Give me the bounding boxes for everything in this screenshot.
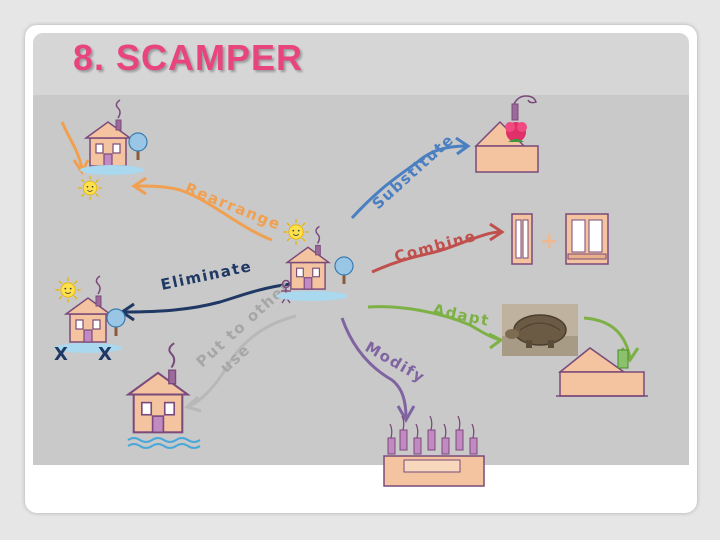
cross-mark-1: X <box>54 344 68 365</box>
plus-sign: + <box>540 229 558 254</box>
arrow-adapt <box>367 305 504 350</box>
rearrange-result <box>77 99 148 201</box>
header-band <box>33 33 689 95</box>
arrow-rearrange <box>131 176 273 242</box>
water-icon <box>276 291 348 301</box>
water-icon <box>80 165 144 175</box>
cross-mark-2: X <box>98 344 112 365</box>
arrow-combine <box>371 222 505 274</box>
modify-result <box>383 415 485 487</box>
arrow-put-to-other-use <box>183 314 297 413</box>
house-icon <box>127 342 189 434</box>
tree-icon <box>106 308 126 337</box>
eliminate-result: X X <box>54 275 126 365</box>
arrow-substitute <box>350 136 471 220</box>
tortoise-image <box>502 304 578 356</box>
water-icon <box>127 437 201 449</box>
label-substitute: Substitute <box>369 130 458 213</box>
sun-icon <box>282 218 310 246</box>
put-to-other-use-result <box>127 342 201 449</box>
tree-icon <box>128 132 148 161</box>
tree-icon <box>334 256 354 285</box>
label-adapt: Adapt <box>431 300 491 330</box>
label-rearrange: Rearrange <box>183 179 284 234</box>
slide-title: 8. SCAMPER <box>73 37 304 78</box>
arrow-house-to-sun <box>60 121 90 175</box>
house-icon <box>85 99 131 167</box>
arrow-modify <box>340 317 416 424</box>
label-eliminate: Eliminate <box>159 257 254 294</box>
sun-icon <box>77 175 103 201</box>
label-combine: Combine <box>392 227 478 266</box>
substitute-result <box>474 95 539 173</box>
center-house-group <box>276 218 354 304</box>
adapt-result-house <box>556 347 648 397</box>
label-modify: Modify <box>362 338 429 387</box>
window-icon <box>511 213 533 265</box>
sun-icon <box>54 276 82 304</box>
window-icon <box>565 213 609 265</box>
flower-icon <box>505 122 527 142</box>
water-icon <box>54 343 122 353</box>
combine-result: + <box>511 213 609 265</box>
